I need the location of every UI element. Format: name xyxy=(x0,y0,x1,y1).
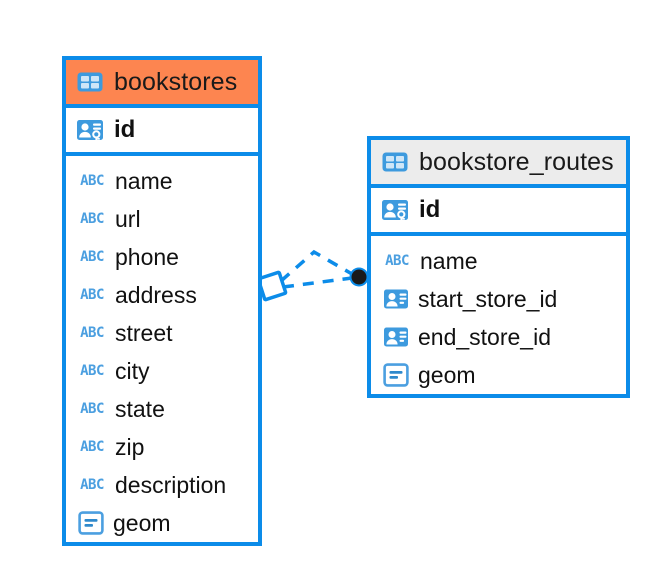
text-field-icon: ABC xyxy=(78,360,106,382)
entity-bookstores[interactable]: bookstores id ABC xyxy=(62,56,262,546)
field-label: phone xyxy=(115,243,179,270)
field-label: state xyxy=(115,395,165,422)
field-list: ABC name start_store_id xyxy=(371,236,626,400)
entity-header[interactable]: bookstores xyxy=(66,60,258,108)
field-row-description[interactable]: ABC description xyxy=(66,466,258,504)
field-row-street[interactable]: ABC street xyxy=(66,314,258,352)
field-row-start-store-id[interactable]: start_store_id xyxy=(371,280,626,318)
text-field-icon-label: ABC xyxy=(80,287,104,303)
primary-key-icon xyxy=(381,196,409,224)
text-field-icon-label: ABC xyxy=(80,325,104,341)
field-row-state[interactable]: ABC state xyxy=(66,390,258,428)
field-label: zip xyxy=(115,433,145,460)
text-field-icon-label: ABC xyxy=(80,249,104,265)
text-field-icon: ABC xyxy=(78,322,106,344)
field-row-geom[interactable]: geom xyxy=(371,356,626,394)
text-field-icon-label: ABC xyxy=(80,363,104,379)
text-field-icon: ABC xyxy=(78,398,106,420)
primary-key-row[interactable]: id xyxy=(371,188,626,236)
relationship-branch-arc xyxy=(279,249,353,283)
table-icon xyxy=(381,148,409,176)
text-field-icon: ABC xyxy=(78,170,106,192)
text-field-icon: ABC xyxy=(78,284,106,306)
text-field-icon: ABC xyxy=(78,208,106,230)
field-label: geom xyxy=(418,361,476,388)
text-field-icon-label: ABC xyxy=(80,173,104,189)
text-field-icon: ABC xyxy=(78,436,106,458)
primary-key-label: id xyxy=(114,116,136,143)
diamond-marker xyxy=(256,270,288,302)
text-field-icon-label: ABC xyxy=(385,253,409,269)
field-row-city[interactable]: ABC city xyxy=(66,352,258,390)
table-icon xyxy=(76,68,104,96)
field-row-url[interactable]: ABC url xyxy=(66,200,258,238)
field-label: street xyxy=(115,319,173,346)
field-row-name[interactable]: ABC name xyxy=(371,242,626,280)
field-label: end_store_id xyxy=(418,323,551,350)
field-label: start_store_id xyxy=(418,285,558,312)
field-label: address xyxy=(115,281,197,308)
field-row-name[interactable]: ABC name xyxy=(66,162,258,200)
geometry-field-icon xyxy=(78,511,104,535)
field-label: name xyxy=(420,247,478,274)
field-label: geom xyxy=(113,509,171,536)
primary-key-row[interactable]: id xyxy=(66,108,258,156)
entity-header[interactable]: bookstore_routes xyxy=(371,140,626,188)
field-row-zip[interactable]: ABC zip xyxy=(66,428,258,466)
primary-key-label: id xyxy=(419,196,441,223)
entity-title: bookstore_routes xyxy=(419,147,614,176)
filled-circle-marker xyxy=(349,267,369,287)
foreign-key-icon xyxy=(383,286,409,312)
text-field-icon: ABC xyxy=(383,250,411,272)
field-label: city xyxy=(115,357,150,384)
field-row-phone[interactable]: ABC phone xyxy=(66,238,258,276)
text-field-icon: ABC xyxy=(78,246,106,268)
field-label: name xyxy=(115,167,173,194)
primary-key-icon xyxy=(76,116,104,144)
field-row-address[interactable]: ABC address xyxy=(66,276,258,314)
entity-bookstore-routes[interactable]: bookstore_routes id ABC xyxy=(367,136,630,398)
text-field-icon-label: ABC xyxy=(80,401,104,417)
text-field-icon-label: ABC xyxy=(80,211,104,227)
field-row-end-store-id[interactable]: end_store_id xyxy=(371,318,626,356)
field-list: ABC name ABC url ABC phone ABC xyxy=(66,156,258,548)
foreign-key-icon xyxy=(383,324,409,350)
entity-title: bookstores xyxy=(114,67,238,96)
text-field-icon-label: ABC xyxy=(80,439,104,455)
field-row-geom[interactable]: geom xyxy=(66,504,258,542)
relationship-branch-straight xyxy=(282,276,353,289)
field-label: url xyxy=(115,205,141,232)
field-label: description xyxy=(115,471,227,498)
geometry-field-icon xyxy=(383,363,409,387)
text-field-icon: ABC xyxy=(78,474,106,496)
text-field-icon-label: ABC xyxy=(80,477,104,493)
